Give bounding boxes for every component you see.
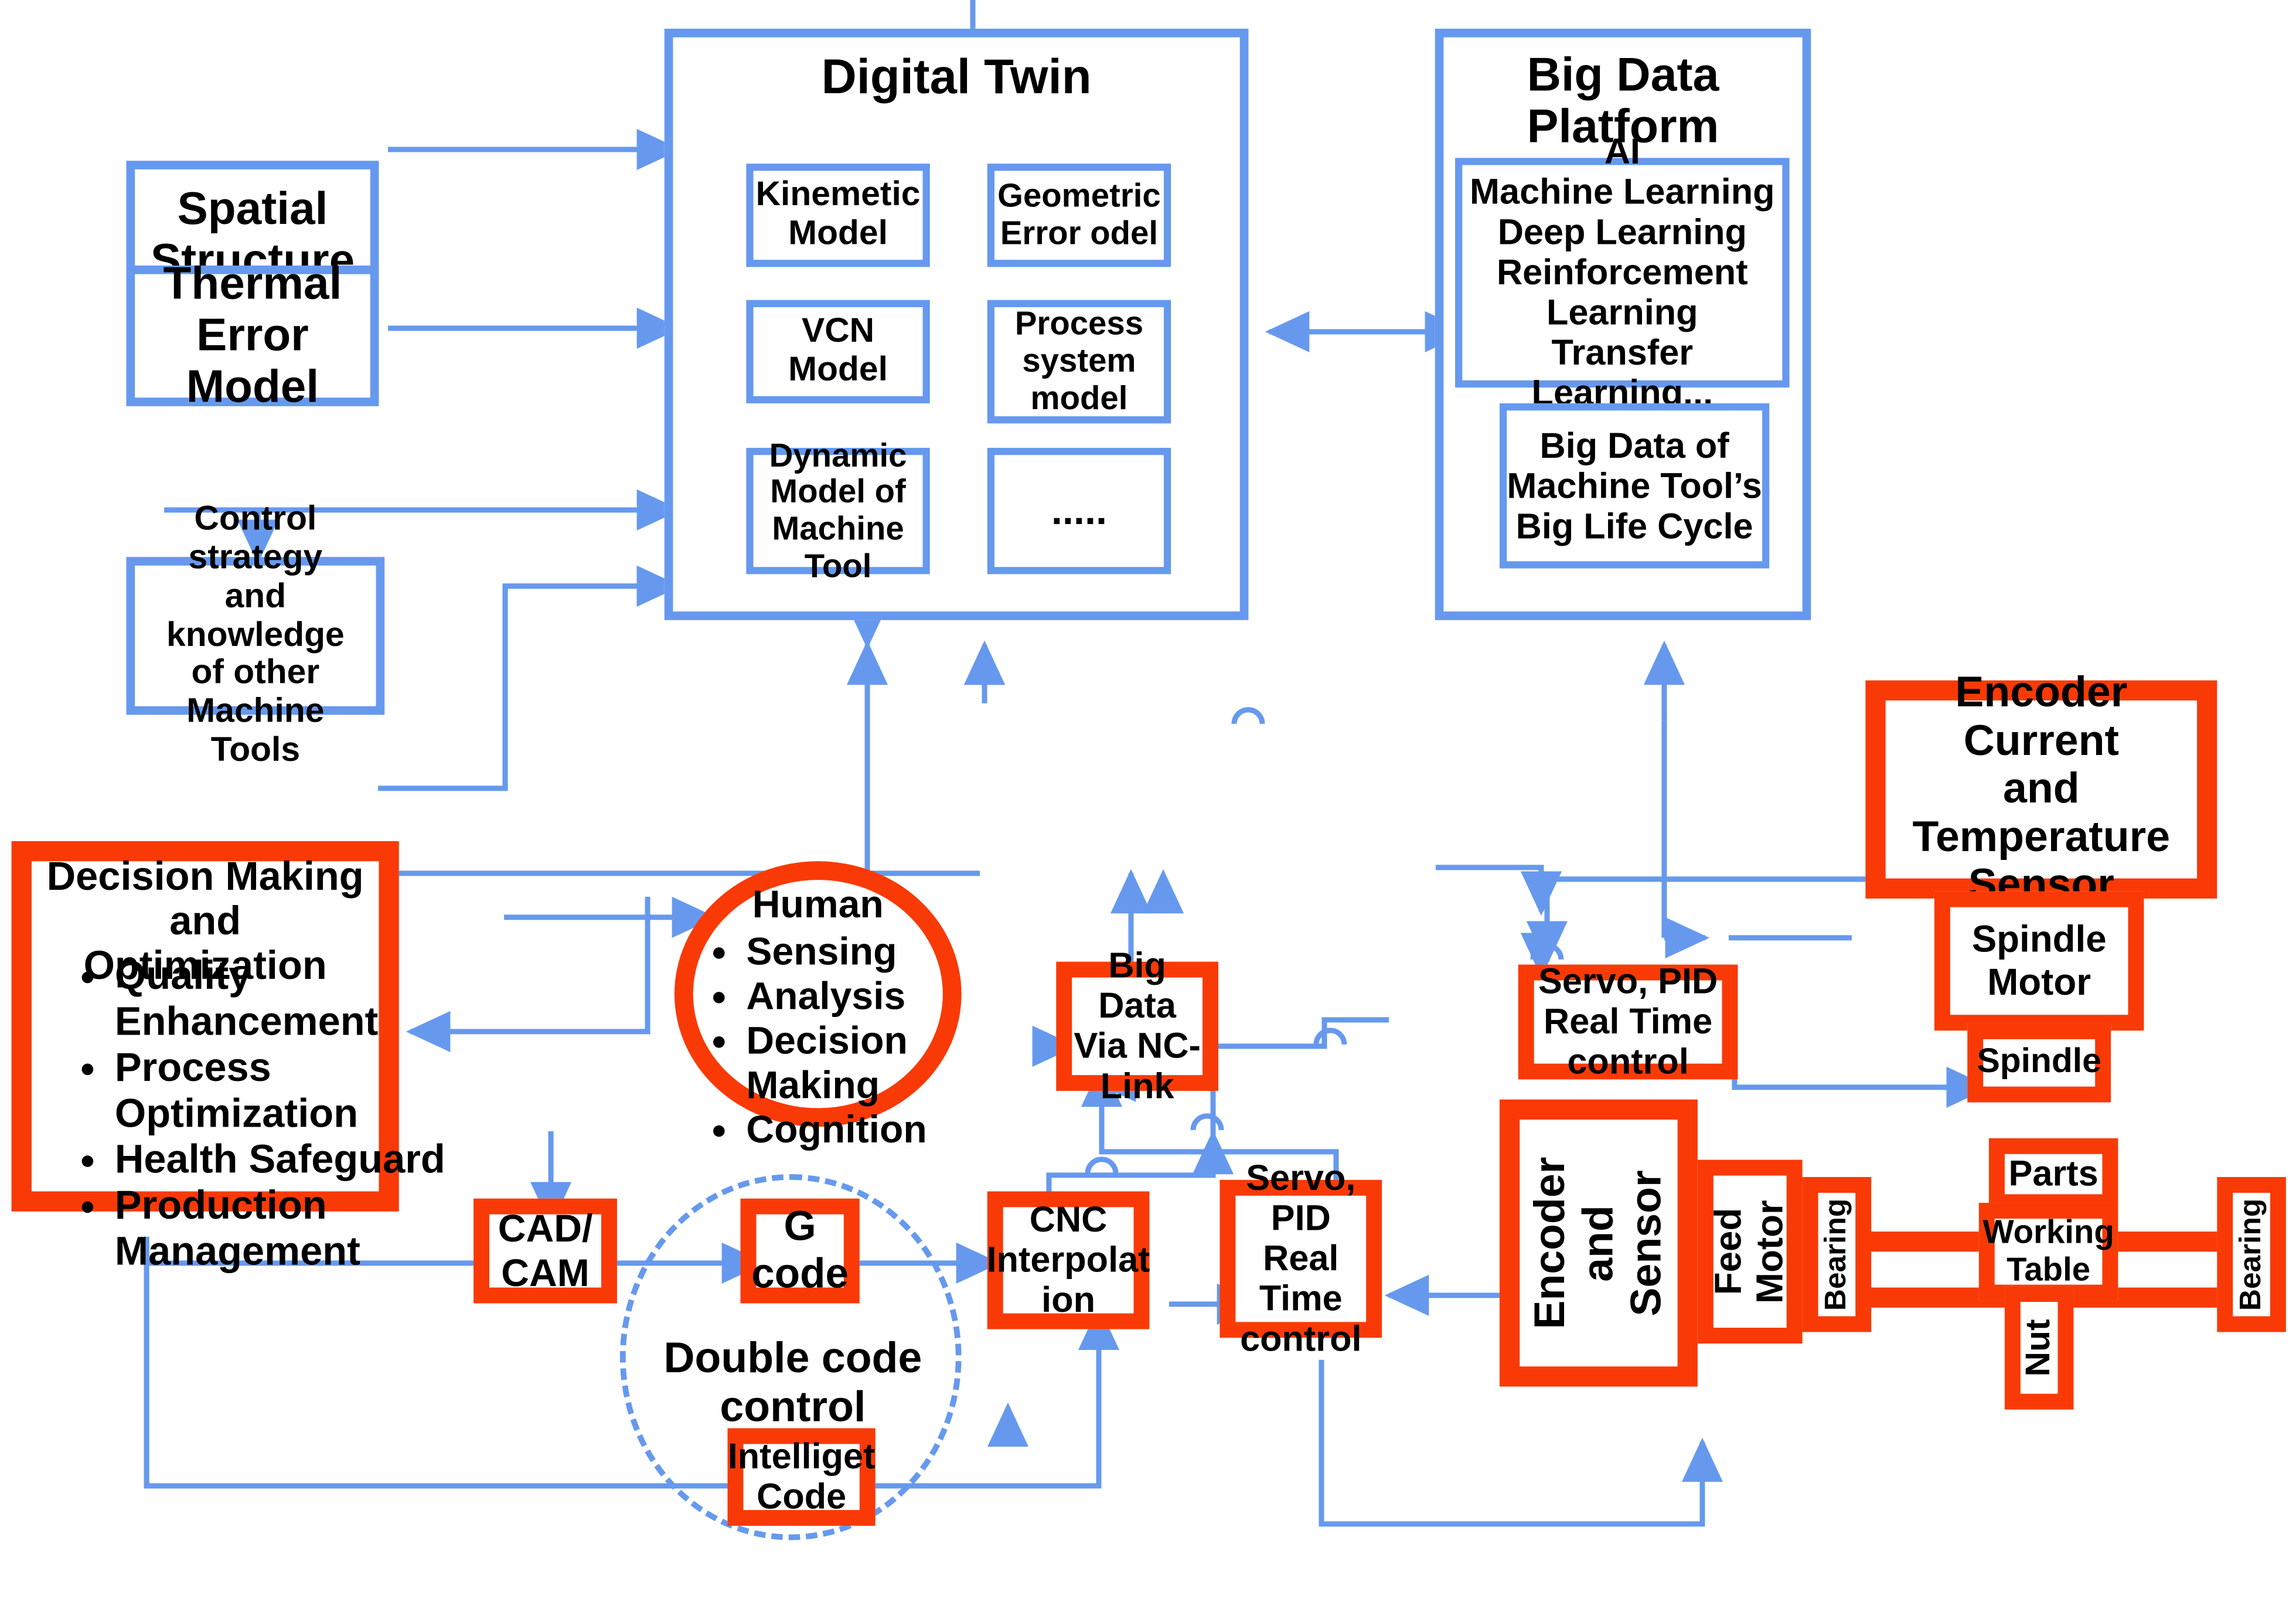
list-item: Process Optimization — [115, 1045, 479, 1137]
decision-making-title: Decision Making and Optimization — [46, 854, 364, 987]
node-label: AI Machine Learning Deep Learning Reinfo… — [1470, 132, 1775, 414]
node-big-data-life-cycle[interactable]: Big Data of Machine Tool’s Big Life Cycl… — [1499, 403, 1770, 569]
node-g-code[interactable]: G code — [740, 1198, 860, 1304]
node-cnc-interpolation[interactable]: CNC Interpolat ion — [987, 1191, 1150, 1329]
node-label: Working Table — [1982, 1213, 2114, 1288]
list-item: Making — [746, 1063, 880, 1107]
node-label: Intelliget Code — [727, 1437, 876, 1518]
node-servo-pid-spindle[interactable]: Servo, PID Real Time control — [1518, 961, 1738, 1083]
list-item: Quality Enhancement — [115, 953, 479, 1045]
node-label: Geometric Error odel — [997, 176, 1161, 251]
node-vcn-model[interactable]: VCN Model — [746, 300, 930, 404]
node-label: Nut — [2018, 1319, 2057, 1377]
node-label: Servo, PID Real Time control — [1538, 961, 1718, 1083]
node-cad-cam[interactable]: CAD/ CAM — [473, 1198, 617, 1304]
node-label: Spindle Motor — [1971, 917, 2107, 1003]
node-ai-methods[interactable]: AI Machine Learning Deep Learning Reinfo… — [1455, 132, 1790, 413]
node-label: Feed Motor — [1706, 1199, 1792, 1304]
node-label: Control strategy and knowledge of other … — [166, 499, 345, 770]
node-feed-motor[interactable]: Feed Motor — [1697, 1159, 1803, 1344]
node-label: Big Data of Machine Tool’s Big Life Cycl… — [1507, 426, 1762, 546]
node-bearing-right[interactable]: Bearing — [2217, 1176, 2286, 1332]
list-item: Cognition — [746, 1108, 997, 1152]
node-working-table[interactable]: Working Table — [1978, 1203, 2118, 1301]
node-label: G code — [751, 1204, 849, 1297]
node-servo-pid-feed[interactable]: Servo, PID Real Time control — [1219, 1158, 1382, 1359]
big-data-platform-title: Big Data Platform — [1527, 47, 1719, 153]
human-bullets: Sensing Analysis Decision Making Cogniti… — [703, 930, 997, 1153]
node-label: ..... — [1051, 488, 1108, 533]
node-nut[interactable]: Nut — [2004, 1286, 2074, 1410]
double-code-control-label: Double code control — [663, 1335, 922, 1431]
node-label: Kinemetic Model — [755, 175, 921, 253]
node-label: Spindle — [1977, 1042, 2101, 1081]
node-dynamic-model-machine-tool[interactable]: Dynamic Model of Machine Tool — [746, 436, 930, 584]
node-label: Dynamic Model of Machine Tool — [769, 436, 907, 584]
node-spindle-motor[interactable]: Spindle Motor — [1934, 891, 2144, 1031]
node-encoder-and-sensor[interactable]: Encoder and Sensor — [1499, 1099, 1698, 1387]
node-bearing-left[interactable]: Bearing — [1802, 1176, 1872, 1332]
node-label: Thermal Error Model — [163, 257, 342, 412]
node-kinemetic-model[interactable]: Kinemetic Model — [746, 164, 930, 267]
digital-twin-title: Digital Twin — [821, 50, 1092, 105]
node-label: Big Data Via NC- Link — [1074, 945, 1201, 1107]
list-item: Analysis — [746, 975, 997, 1019]
node-label: Bearing — [2234, 1198, 2268, 1311]
decision-making-bullets: Quality Enhancement Process Optimization… — [23, 953, 479, 1275]
node-label: VCN Model — [788, 311, 888, 389]
node-spindle[interactable]: Spindle — [1967, 1023, 2111, 1103]
node-label: Process system model — [1014, 305, 1144, 416]
node-label: Servo, PID Real Time control — [1240, 1158, 1362, 1359]
node-control-strategy[interactable]: Control strategy and knowledge of other … — [126, 499, 385, 770]
node-big-data-nc-link[interactable]: Big Data Via NC- Link — [1056, 946, 1218, 1107]
node-label: Bearing — [1820, 1198, 1853, 1311]
node-label: Encoder and Sensor — [1526, 1157, 1670, 1329]
group-double-code-control — [619, 1174, 962, 1540]
node-thermal-error-model[interactable]: Thermal Error Model — [126, 257, 379, 412]
node-encoder-current-temp-sensor[interactable]: Encoder Current and Temperature Sensor — [1865, 669, 2217, 909]
panel-decision-making[interactable] — [11, 841, 399, 1212]
human-title: Human — [752, 882, 884, 926]
node-label: CAD/ CAM — [498, 1208, 593, 1294]
list-item: Decision — [746, 1019, 997, 1064]
list-item: Health Safeguard — [115, 1137, 479, 1182]
node-intelliget-code[interactable]: Intelliget Code — [727, 1428, 876, 1526]
node-label: Encoder Current and Temperature Sensor — [1912, 669, 2171, 910]
node-label: CNC Interpolat ion — [986, 1200, 1150, 1321]
list-item: Sensing — [746, 930, 997, 975]
node-process-system-model[interactable]: Process system model — [987, 300, 1171, 424]
list-item: Production Management — [115, 1183, 479, 1275]
node-parts[interactable]: Parts — [1988, 1138, 2118, 1210]
node-label: Parts — [2008, 1154, 2099, 1195]
node-geometric-error-model[interactable]: Geometric Error odel — [987, 164, 1171, 267]
node-digital-twin-ellipsis: ..... — [987, 448, 1171, 574]
